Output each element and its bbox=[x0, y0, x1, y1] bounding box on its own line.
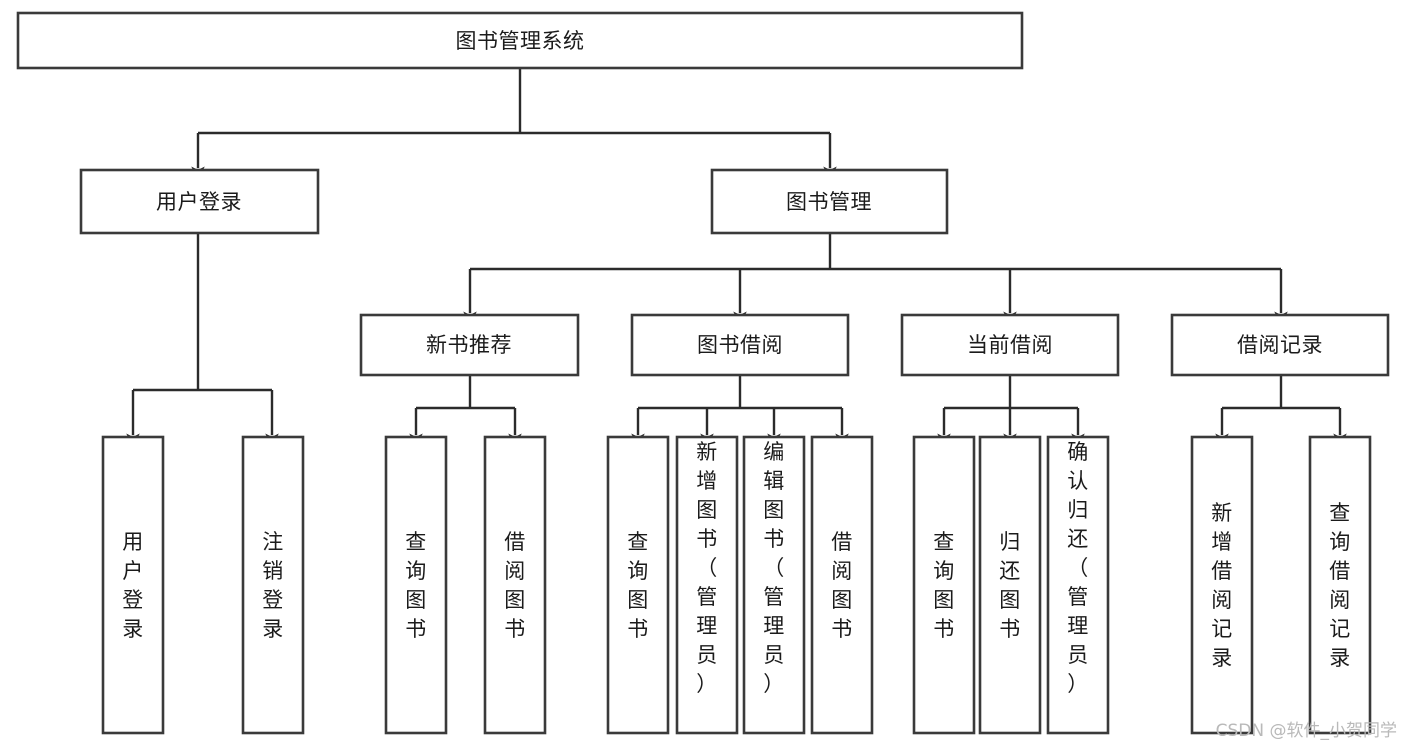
node-label-root: 图书管理系统 bbox=[456, 29, 585, 53]
node-leaf-user-login[interactable]: 用户登录 bbox=[101, 435, 165, 735]
node-leaf-query-book-1[interactable]: 查询图书 bbox=[384, 435, 448, 735]
node-box-leaf-borrow-book-2 bbox=[810, 435, 874, 735]
node-new-book-recommend[interactable]: 新书推荐 bbox=[359, 313, 580, 377]
node-label-leaf-query-record: 查询借阅记录 bbox=[1329, 501, 1351, 670]
node-label-leaf-query-book-1: 查询图书 bbox=[405, 530, 427, 641]
node-box-book-borrow bbox=[630, 313, 850, 377]
node-leaf-edit-book[interactable]: 编辑图书（管理员） bbox=[742, 435, 806, 735]
node-box-borrow-record bbox=[1170, 313, 1390, 377]
node-box-leaf-logout-login bbox=[241, 435, 305, 735]
node-leaf-confirm-return[interactable]: 确认归还（管理员） bbox=[1046, 435, 1110, 735]
node-box-leaf-borrow-book-1 bbox=[483, 435, 547, 735]
node-box-leaf-add-book bbox=[675, 435, 739, 735]
node-box-current-borrow bbox=[900, 313, 1120, 377]
node-box-leaf-query-record bbox=[1308, 435, 1372, 735]
node-leaf-borrow-book-1[interactable]: 借阅图书 bbox=[483, 435, 547, 735]
node-label-book-borrow: 图书借阅 bbox=[697, 333, 783, 357]
node-borrow-record[interactable]: 借阅记录 bbox=[1170, 313, 1390, 377]
node-leaf-query-book-2[interactable]: 查询图书 bbox=[606, 435, 670, 735]
node-current-borrow[interactable]: 当前借阅 bbox=[900, 313, 1120, 377]
node-label-leaf-return-book: 归还图书 bbox=[999, 530, 1021, 641]
node-label-leaf-confirm-return: 确认归还（管理员） bbox=[1067, 440, 1089, 696]
node-label-leaf-add-book: 新增图书（管理员） bbox=[696, 440, 718, 696]
node-book-manage[interactable]: 图书管理 bbox=[710, 168, 949, 235]
node-box-leaf-confirm-return bbox=[1046, 435, 1110, 735]
node-label-leaf-query-book-2: 查询图书 bbox=[627, 530, 649, 641]
node-label-leaf-borrow-book-1: 借阅图书 bbox=[504, 530, 526, 641]
node-box-leaf-user-login bbox=[101, 435, 165, 735]
node-user-login[interactable]: 用户登录 bbox=[79, 168, 320, 235]
node-leaf-query-record[interactable]: 查询借阅记录 bbox=[1308, 435, 1372, 735]
node-box-leaf-add-record bbox=[1190, 435, 1254, 735]
node-box-leaf-query-book-3 bbox=[912, 435, 976, 735]
node-leaf-logout-login[interactable]: 注销登录 bbox=[241, 435, 305, 735]
connector-layer bbox=[126, 68, 1347, 447]
node-leaf-add-record[interactable]: 新增借阅记录 bbox=[1190, 435, 1254, 735]
node-label-borrow-record: 借阅记录 bbox=[1237, 333, 1323, 357]
node-box-leaf-return-book bbox=[978, 435, 1042, 735]
node-label-book-manage: 图书管理 bbox=[786, 190, 872, 214]
node-leaf-add-book[interactable]: 新增图书（管理员） bbox=[675, 435, 739, 735]
node-box-root bbox=[16, 11, 1024, 70]
node-box-user-login bbox=[79, 168, 320, 235]
node-book-management-system[interactable]: 图书管理系统 bbox=[16, 11, 1024, 70]
node-label-current-borrow: 当前借阅 bbox=[967, 333, 1053, 357]
node-book-borrow[interactable]: 图书借阅 bbox=[630, 313, 850, 377]
node-leaf-borrow-book-2[interactable]: 借阅图书 bbox=[810, 435, 874, 735]
node-label-new-book-recommend: 新书推荐 bbox=[426, 333, 512, 357]
node-leaf-query-book-3[interactable]: 查询图书 bbox=[912, 435, 976, 735]
node-box-leaf-query-book-1 bbox=[384, 435, 448, 735]
node-box-book-manage bbox=[710, 168, 949, 235]
node-leaf-return-book[interactable]: 归还图书 bbox=[978, 435, 1042, 735]
node-label-leaf-borrow-book-2: 借阅图书 bbox=[831, 530, 853, 641]
node-label-user-login: 用户登录 bbox=[156, 190, 242, 214]
node-box-new-book-recommend bbox=[359, 313, 580, 377]
node-label-leaf-query-book-3: 查询图书 bbox=[933, 530, 955, 641]
node-label-leaf-add-record: 新增借阅记录 bbox=[1211, 501, 1233, 670]
csdn-watermark: CSDN @软件_小贺同学 bbox=[1215, 721, 1397, 741]
node-label-leaf-logout-login: 注销登录 bbox=[262, 530, 284, 641]
node-box-leaf-edit-book bbox=[742, 435, 806, 735]
node-label-leaf-edit-book: 编辑图书（管理员） bbox=[763, 440, 785, 696]
node-label-leaf-user-login: 用户登录 bbox=[122, 530, 144, 641]
node-box-leaf-query-book-2 bbox=[606, 435, 670, 735]
